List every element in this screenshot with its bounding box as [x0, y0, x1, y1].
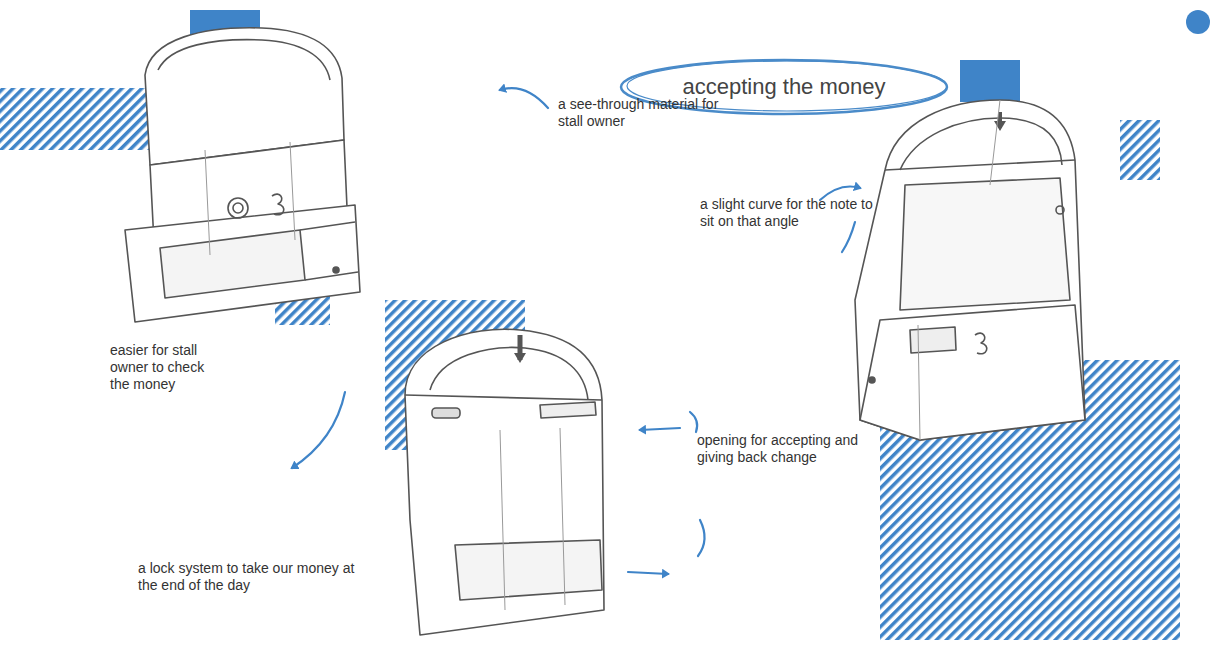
machine-sketch-part: [405, 395, 602, 400]
machine-sketch-part: [228, 198, 248, 218]
annotation: a lock system to take our money at the e…: [138, 560, 363, 594]
machine-sketch-part: [975, 333, 987, 354]
machine-sketch-part: [432, 408, 460, 418]
blue-blocks-part: [1186, 10, 1210, 34]
machine-sketch-part: [855, 100, 1085, 440]
machine-sketch-part: [518, 335, 523, 360]
machine-sketch-part: [910, 327, 956, 353]
machine-sketch-part: [1056, 206, 1064, 214]
machine-sketch-part: [900, 178, 1070, 310]
machine-sketch-part: [125, 205, 360, 322]
machine-sketch-part: [333, 267, 339, 273]
machine-sketch-part: [500, 428, 565, 610]
blue-blocks-part: [1120, 120, 1160, 180]
machine-sketch-part: [918, 100, 1000, 440]
machine-sketch: [405, 329, 604, 635]
machine-sketch-part: [405, 329, 604, 635]
machine-sketch-part: [272, 194, 284, 215]
leader-arrows-part: [628, 572, 668, 574]
machine-sketch-part: [430, 347, 588, 400]
leader-arrows-part: [842, 222, 855, 252]
annotation: opening for accepting and giving back ch…: [697, 432, 877, 466]
machine-sketch-part: [869, 377, 875, 383]
leader-arrows-part: [292, 392, 345, 468]
machine-sketch: [125, 28, 360, 322]
machine-sketch-part: [455, 540, 602, 600]
machine-sketch-part: [540, 402, 596, 418]
machine-sketch-part: [233, 203, 243, 213]
machine-sketch-part: [158, 40, 330, 80]
annotation: easier for stall owner to check the mone…: [110, 342, 222, 393]
blue-blocks: [0, 10, 1210, 640]
machine-sketch-part: [160, 230, 305, 298]
leader-arrows-part: [500, 88, 548, 108]
blue-blocks-part: [960, 60, 1020, 102]
machine-sketch-part: [300, 222, 358, 280]
leader-arrows-part: [698, 520, 705, 556]
leader-arrows: [292, 88, 860, 574]
machine-sketch-part: [885, 160, 1075, 170]
machine-sketch-part: [205, 142, 295, 255]
machine-sketch: [855, 100, 1085, 440]
annotation: a see-through material for stall owner: [558, 96, 723, 130]
machine-sketch-part: [860, 305, 1085, 440]
leader-arrows-part: [640, 428, 680, 430]
blue-blocks-part: [0, 88, 150, 150]
leader-arrows-part: [690, 412, 697, 432]
annotation: a slight curve for the note to sit on th…: [700, 196, 885, 230]
